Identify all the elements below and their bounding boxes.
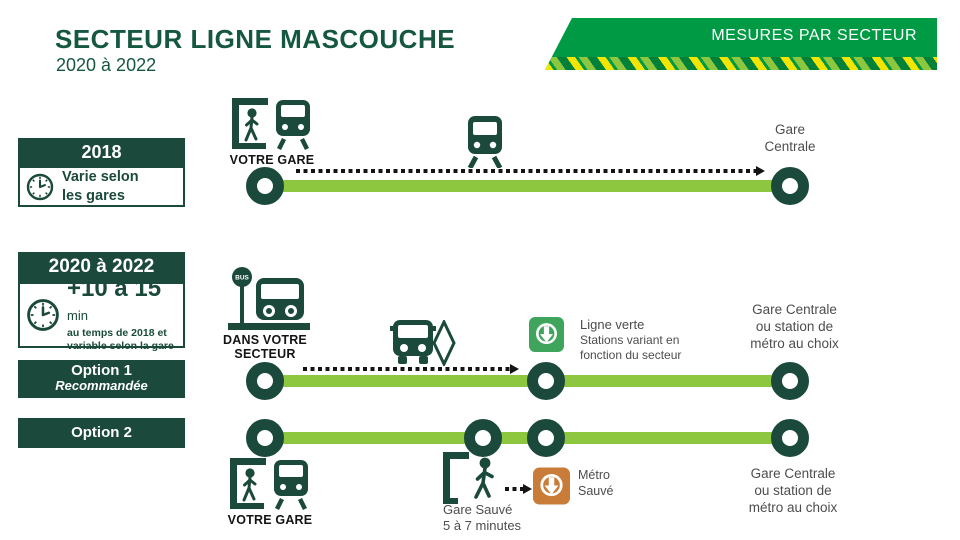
timeline-node-option1-start <box>246 362 284 400</box>
origin-label-2018: VOTRE GARE <box>229 153 315 167</box>
legend-2018-text: Varie selon les gares <box>62 169 139 204</box>
your-station-icon <box>230 458 310 510</box>
reserved-lane-diamond-icon <box>432 320 456 366</box>
clock-icon <box>25 172 55 202</box>
timeline-node-option2-end <box>771 419 809 457</box>
legend-2018-header: 2018 <box>18 138 185 166</box>
timeline-node-option1-metro <box>527 362 565 400</box>
timeline-node-option2-gare-sauve <box>464 419 502 457</box>
train-route-dotted-arrow <box>296 169 756 173</box>
bus-route-dotted-arrow <box>303 367 510 371</box>
destination-label-option1: Gare Centrale ou station de métro au cho… <box>750 302 839 351</box>
banner-label: MESURES PAR SECTEUR <box>711 27 917 44</box>
banner-stripes-decoration <box>545 57 937 70</box>
sector-banner: MESURES PAR SECTEUR <box>545 18 937 70</box>
bus-icon <box>390 320 436 366</box>
your-station-icon <box>232 98 312 150</box>
walk-dotted-arrow <box>505 487 523 491</box>
timeline-node-2018-start <box>246 167 284 205</box>
timeline-node-option1-end <box>771 362 809 400</box>
bus-stop-icon <box>228 266 310 330</box>
clock-icon <box>25 297 61 333</box>
timeline-2018-track <box>265 180 790 192</box>
walking-transfer-icon <box>443 452 507 508</box>
page-subtitle: 2020 à 2022 <box>56 55 157 75</box>
legend-option2-box: Option 2 <box>18 418 185 448</box>
gare-sauve-walk-label: Gare Sauvé 5 à 7 minutes <box>443 502 522 534</box>
legend-2020-delta: +10 à 15 <box>67 274 162 302</box>
metro-green-line-icon <box>529 317 564 352</box>
metro-orange-line-icon <box>533 467 570 505</box>
metro-sauve-label: Métro Sauvé <box>578 468 614 498</box>
origin-label-option1: DANS VOTRE SECTEUR <box>223 333 307 361</box>
option1-subtitle: Recommandée <box>55 378 148 394</box>
timeline-node-2018-end <box>771 167 809 205</box>
timeline-node-option2-metro-sauve <box>527 419 565 457</box>
legend-2020-note: au temps de 2018 et variable selon la ga… <box>67 326 174 352</box>
legend-2020-unit: min <box>67 307 88 323</box>
green-line-note: Stations variant en fonction du secteur <box>580 333 682 362</box>
destination-label-option2: Gare Centrale ou station de métro au cho… <box>748 466 838 515</box>
legend-2018-body: Varie selon les gares <box>18 166 185 207</box>
legend-2020-header: 2020 à 2022 <box>18 252 185 282</box>
page-title: SECTEUR LIGNE MASCOUCHE <box>55 24 456 54</box>
legend-option1-box: Option 1 Recommandée <box>18 360 185 398</box>
green-line-title: Ligne verte <box>580 317 645 332</box>
legend-2020-body: +10 à 15 min au temps de 2018 et variabl… <box>18 276 185 352</box>
train-icon <box>463 116 507 168</box>
option1-title: Option 1 <box>71 362 132 379</box>
origin-label-option2: VOTRE GARE <box>227 513 313 527</box>
timeline-node-option2-start <box>246 419 284 457</box>
destination-label-2018: Gare Centrale <box>764 122 816 154</box>
